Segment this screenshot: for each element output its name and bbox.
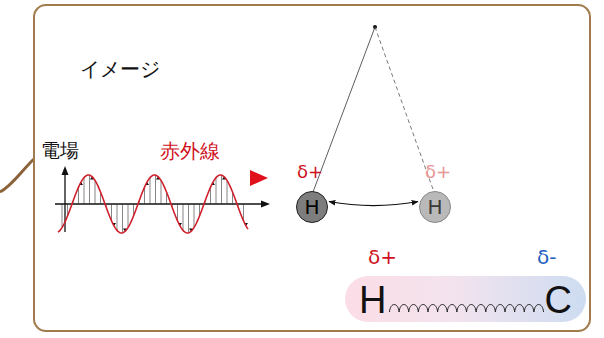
charge-label: δ- <box>537 246 556 268</box>
hatch-line <box>150 178 151 204</box>
hatch-line <box>89 175 90 204</box>
hatch-line <box>194 204 195 228</box>
atom-circle-faded: H <box>419 191 451 223</box>
hatch-line <box>122 204 123 233</box>
lead-curve <box>0 158 35 192</box>
hatch-line <box>62 204 63 228</box>
hatch-line <box>183 204 184 230</box>
atom-circle: H <box>296 191 328 223</box>
atom-symbol: H <box>359 281 386 319</box>
swing-arrow <box>329 202 418 206</box>
bond-band: HC <box>345 276 586 322</box>
ir-wave <box>58 175 248 233</box>
charge-label: δ+ <box>297 162 323 182</box>
charge-label: δ+ <box>368 246 397 268</box>
x-axis-head <box>261 201 270 208</box>
hatch-line <box>161 180 162 204</box>
field-hatch <box>62 175 248 233</box>
y-axis-head <box>62 166 69 175</box>
atom-symbol: C <box>545 281 572 319</box>
wave-label: 赤外線 <box>160 140 220 162</box>
hatch-line <box>84 178 85 204</box>
hatch-line <box>227 180 228 204</box>
hatch-line <box>117 204 118 230</box>
image-title: イメージ <box>80 58 160 80</box>
ir-arrow-head <box>250 170 268 186</box>
hatch-line <box>155 175 156 204</box>
hatch-line <box>216 178 217 204</box>
hatch-line <box>95 180 96 204</box>
panel-frame <box>34 5 590 331</box>
atom-letter: H <box>304 197 319 217</box>
hatch-line <box>188 204 189 233</box>
hatch-line <box>221 175 222 204</box>
charge-label: δ+ <box>425 162 451 182</box>
hatch-line <box>128 204 129 228</box>
axis-label: 電場 <box>41 140 79 161</box>
atom-letter: H <box>427 197 442 217</box>
